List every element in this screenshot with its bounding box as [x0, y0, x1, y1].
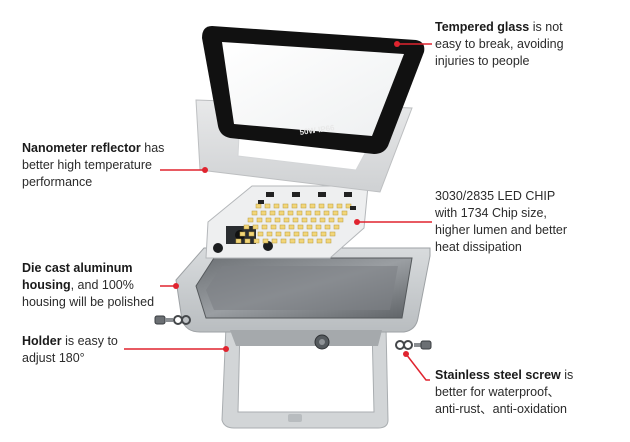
led-chip	[315, 224, 322, 230]
led-chip	[309, 203, 316, 209]
led-chip	[235, 238, 242, 244]
led-chip	[341, 210, 348, 216]
led-chip	[327, 203, 334, 209]
led-chip	[289, 238, 296, 244]
led-chip	[243, 224, 250, 230]
screw-left	[154, 315, 191, 325]
pointer-glass-dot	[394, 41, 400, 47]
led-chip	[301, 217, 308, 223]
pointer-holder-dot	[223, 346, 229, 352]
label-led-chip: 3030/2835 LED CHIP with 1734 Chip size, …	[435, 189, 568, 254]
led-chip	[239, 231, 246, 237]
housing	[175, 247, 431, 350]
tempered-glass: 50W IP66	[202, 26, 425, 154]
led-chip	[284, 231, 291, 237]
led-chip	[287, 210, 294, 216]
led-chip	[323, 210, 330, 216]
pointer-led-dot	[354, 219, 360, 225]
led-chip	[329, 231, 336, 237]
led-chip	[328, 217, 335, 223]
led-chip	[274, 217, 281, 223]
led-chip-array	[235, 203, 352, 244]
led-chip	[252, 224, 259, 230]
pointer-reflector-dot	[202, 167, 208, 173]
led-chip	[248, 231, 255, 237]
led-chip	[302, 231, 309, 237]
label-housing: Die cast aluminum housing, and 100% hous…	[22, 261, 155, 309]
led-chip	[255, 203, 262, 209]
led-chip	[261, 224, 268, 230]
led-chip	[283, 217, 290, 223]
led-chip	[278, 210, 285, 216]
led-chip	[257, 231, 264, 237]
label-reflector: Nanometer reflector has better high temp…	[22, 141, 165, 189]
led-board	[205, 185, 369, 259]
led-chip	[314, 210, 321, 216]
led-chip	[291, 203, 298, 209]
led-chip	[324, 224, 331, 230]
pointer-screw	[405, 353, 430, 381]
callout-pointers	[124, 41, 432, 381]
led-chip	[253, 238, 260, 244]
led-chip	[279, 224, 286, 230]
label-screw: Stainless steel screw is better for wate…	[435, 368, 574, 416]
led-chip	[333, 224, 340, 230]
led-chip	[260, 210, 267, 216]
led-chip	[332, 210, 339, 216]
led-chip	[337, 217, 344, 223]
led-chip	[311, 231, 318, 237]
screw-right	[395, 340, 432, 350]
led-chip	[300, 203, 307, 209]
led-chip	[270, 224, 277, 230]
led-chip	[273, 203, 280, 209]
led-chip	[292, 217, 299, 223]
led-chip	[298, 238, 305, 244]
led-chip	[319, 217, 326, 223]
pointer-housing-dot	[173, 283, 179, 289]
label-tempered-glass: Tempered glass is not easy to break, avo…	[435, 20, 564, 68]
led-chip	[307, 238, 314, 244]
pointer-screw-dot	[403, 351, 409, 357]
led-chip	[306, 224, 313, 230]
led-chip	[269, 210, 276, 216]
led-chip	[318, 203, 325, 209]
label-holder: Holder is easy to adjust 180°	[22, 334, 118, 365]
led-chip	[244, 238, 251, 244]
led-chip	[262, 238, 269, 244]
led-chip	[265, 217, 272, 223]
led-chip	[336, 203, 343, 209]
led-chip	[320, 231, 327, 237]
led-chip	[297, 224, 304, 230]
led-chip	[251, 210, 258, 216]
led-chip	[264, 203, 271, 209]
led-chip	[271, 238, 278, 244]
led-chip	[293, 231, 300, 237]
led-chip	[275, 231, 282, 237]
led-chip	[310, 217, 317, 223]
led-chip	[325, 238, 332, 244]
led-chip	[316, 238, 323, 244]
led-chip	[247, 217, 254, 223]
led-chip	[288, 224, 295, 230]
led-chip	[305, 210, 312, 216]
led-chip	[280, 238, 287, 244]
driver-chips	[258, 192, 356, 210]
led-chip	[266, 231, 273, 237]
led-chip	[282, 203, 289, 209]
led-chip	[256, 217, 263, 223]
led-chip	[296, 210, 303, 216]
